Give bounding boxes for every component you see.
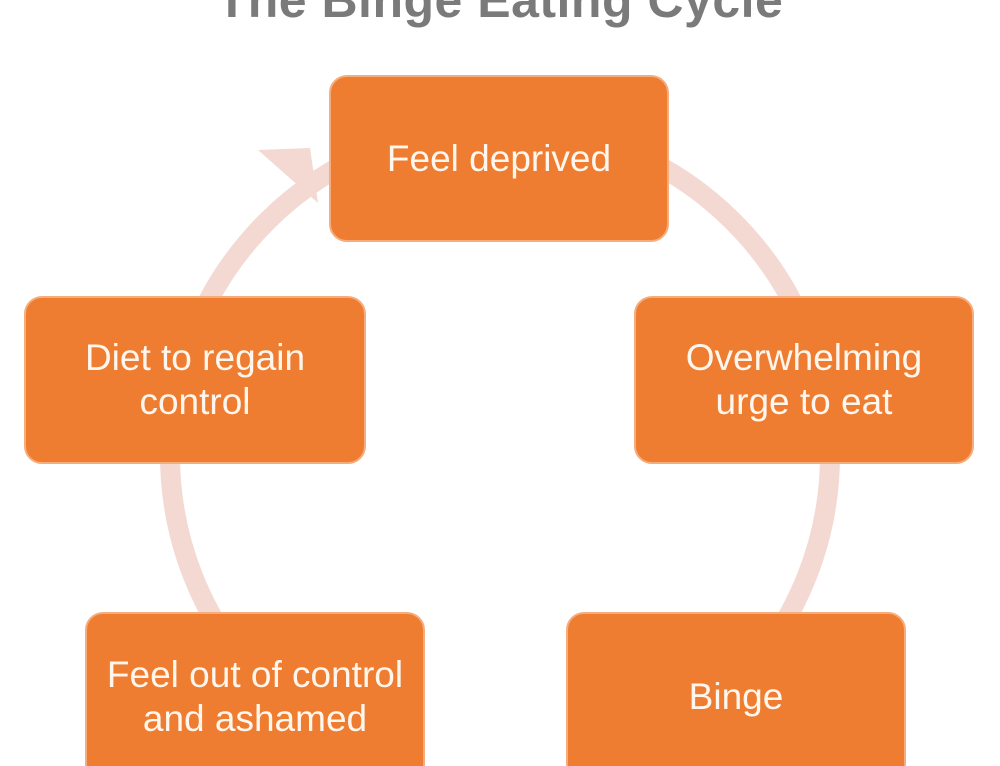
cycle-step-label: Diet to regain control	[84, 337, 306, 422]
cycle-step-label: Feel out of control and ashamed	[106, 654, 404, 739]
diagram-title: The Binge Eating Cycle	[216, 0, 784, 28]
cycle-step-out-of-control: Feel out of control and ashamed	[85, 612, 425, 766]
cycle-step-feel-deprived: Feel deprived	[329, 75, 669, 242]
cycle-step-label: Feel deprived	[386, 137, 612, 179]
cycle-step-diet: Diet to regain control	[24, 296, 366, 464]
cycle-step-overwhelming-urge: Overwhelming urge to eat	[634, 296, 974, 464]
cycle-arrowhead-icon	[258, 148, 318, 203]
cycle-step-label: Binge	[688, 676, 784, 717]
cycle-step-label: Overwhelming urge to eat	[685, 337, 923, 422]
cycle-step-binge: Binge	[566, 612, 906, 766]
